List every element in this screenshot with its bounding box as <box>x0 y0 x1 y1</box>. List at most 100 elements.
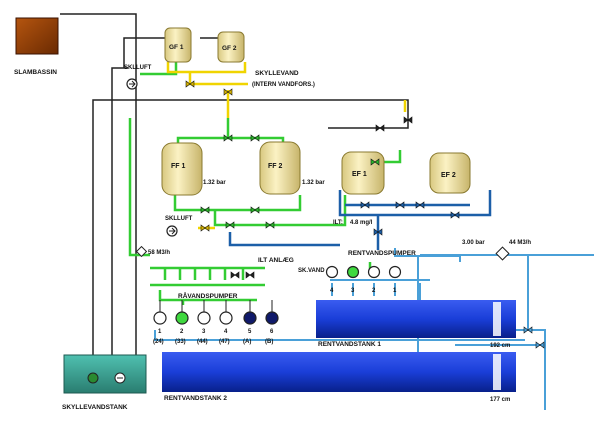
raw-pump-number: 1 <box>158 329 162 335</box>
valve-icon[interactable] <box>223 134 233 142</box>
valve-icon[interactable] <box>523 326 533 334</box>
raw-pump-icon <box>219 311 233 325</box>
ilt-value: 4.8 mg/l <box>350 220 373 226</box>
ef2-label: EF 2 <box>441 172 456 179</box>
slambassin-label: SLAMBASSIN <box>14 69 57 76</box>
rinse-pump-2-icon[interactable] <box>114 372 126 384</box>
raw-pump-icon <box>197 311 211 325</box>
black-pipes <box>60 13 409 392</box>
flow-right-value: 44 M3/h <box>509 240 531 246</box>
raw-pump-2[interactable]: 2 (33) <box>175 300 189 345</box>
filter-ff2[interactable]: FF 2 <box>259 141 301 195</box>
valve-icon[interactable] <box>200 224 210 232</box>
clean-pump-icon <box>388 265 402 279</box>
ef1-label: EF 1 <box>352 171 367 178</box>
raw-pump-number: 2 <box>180 329 184 335</box>
ilt-anlaeg-label: ILT ANLÆG <box>258 257 294 264</box>
filter-gf1[interactable]: GF 1 <box>164 27 192 63</box>
raw-pump-4[interactable]: 4 (47) <box>219 300 233 345</box>
ilt-label: ILT: <box>333 220 343 226</box>
valve-icon[interactable] <box>415 201 425 209</box>
raw-pumps-group: 1 (24) 2 (33) 3(44) 4 (47) 5 (A) 6 (B) <box>153 300 279 345</box>
raw-pump-3[interactable]: 3(44) <box>197 300 211 345</box>
rentvandstank-2[interactable] <box>162 352 516 392</box>
valve-icon[interactable] <box>535 341 545 349</box>
filter-gf2[interactable]: GF 2 <box>217 31 245 63</box>
skylluft-mid-label: SKLLUFT <box>165 216 193 222</box>
raw-pump-number: 4 <box>224 329 228 335</box>
raw-pump-value: (44) <box>197 339 208 345</box>
filter-ef2[interactable]: EF 2 <box>429 152 471 194</box>
valve-icon[interactable] <box>230 271 240 279</box>
valve-icon[interactable] <box>403 116 413 124</box>
valve-icon[interactable] <box>450 211 460 219</box>
valve-icon[interactable] <box>245 271 255 279</box>
blower-icon[interactable] <box>126 78 138 90</box>
skylluft-top-label: SKLLUFT <box>124 65 152 71</box>
raw-pump-icon <box>243 311 257 325</box>
ff1-pressure: 1.32 bar <box>203 180 226 186</box>
ff1-label: FF 1 <box>171 163 185 170</box>
flow-meter-left-icon <box>135 245 148 258</box>
filter-ff1[interactable]: FF 1 <box>161 142 203 196</box>
valve-icon[interactable] <box>185 80 195 88</box>
level-indicator-1 <box>493 302 501 336</box>
valve-icon[interactable] <box>395 201 405 209</box>
raw-pump-value: (A) <box>243 339 251 345</box>
level-indicator-2 <box>493 354 501 390</box>
rinse-pump-1-icon[interactable] <box>87 372 99 384</box>
skyllevand-label: SKYLLEVAND <box>255 70 299 77</box>
raw-pump-number: 6 <box>270 329 274 335</box>
raw-pump-icon <box>265 311 279 325</box>
raw-pump-6[interactable]: 6 (B) <box>265 300 279 345</box>
air-pipes <box>128 62 402 305</box>
raw-pump-value: (47) <box>219 339 230 345</box>
raw-pump-value: (33) <box>175 339 186 345</box>
clean-pump-number: 4 <box>330 288 334 294</box>
ravandspumper-label: RÅVANDSPUMPER <box>178 291 238 300</box>
sludge-basin[interactable] <box>15 17 59 55</box>
clean-pump-number: 1 <box>393 288 397 294</box>
rentvandstank-1[interactable] <box>316 300 516 338</box>
clean-pump-icon <box>325 265 339 279</box>
flow-left-value: 58 M3/h <box>148 250 170 256</box>
blower-mid-icon[interactable] <box>166 225 178 237</box>
valve-icon[interactable] <box>360 201 370 209</box>
skvand-label: SK.VAND <box>298 268 325 274</box>
flow-meter-right-icon <box>495 246 510 261</box>
raw-pump-number: 5 <box>248 329 252 335</box>
level1-value: 192 cm <box>490 343 510 349</box>
skyllevandstank[interactable] <box>63 354 147 394</box>
rentvandspumper-label: RENTVANDSPUMPER <box>348 250 416 257</box>
ff2-pressure: 1.32 bar <box>302 180 325 186</box>
valve-icon[interactable] <box>225 221 235 229</box>
ff2-label: FF 2 <box>268 163 282 170</box>
valve-icon[interactable] <box>373 228 383 236</box>
filter-ef1[interactable]: EF 1 <box>341 151 385 195</box>
valve-icon[interactable] <box>250 206 260 214</box>
gf2-label: GF 2 <box>222 45 237 52</box>
clean-pump-3[interactable]: 3 <box>346 265 360 295</box>
raw-pump-icon <box>175 311 189 325</box>
valve-icon[interactable] <box>370 158 380 166</box>
valve-icon[interactable] <box>375 124 385 132</box>
valve-icon[interactable] <box>200 206 210 214</box>
pressure-right-value: 3.00 bar <box>462 240 485 246</box>
valve-icon[interactable] <box>265 221 275 229</box>
clean-pump-1[interactable]: 1 <box>388 265 402 295</box>
valve-icon[interactable] <box>223 88 233 96</box>
skyllevandstank-label: SKYLLEVANDSTANK <box>62 404 128 411</box>
raw-pump-value: (B) <box>265 339 273 345</box>
raw-pump-value: (24) <box>153 339 164 345</box>
level2-value: 177 cm <box>490 397 510 403</box>
rentvandstank1-label: RENTVANDSTANK 1 <box>318 341 381 348</box>
clean-pump-2[interactable]: 2 <box>367 265 381 295</box>
valves-group <box>185 80 545 349</box>
clean-pump-4[interactable]: 4 <box>325 265 339 295</box>
gf1-label: GF 1 <box>169 44 184 51</box>
raw-pump-1[interactable]: 1 (24) <box>153 300 167 345</box>
raw-pump-5[interactable]: 5 (A) <box>243 300 257 345</box>
valve-icon[interactable] <box>250 134 260 142</box>
